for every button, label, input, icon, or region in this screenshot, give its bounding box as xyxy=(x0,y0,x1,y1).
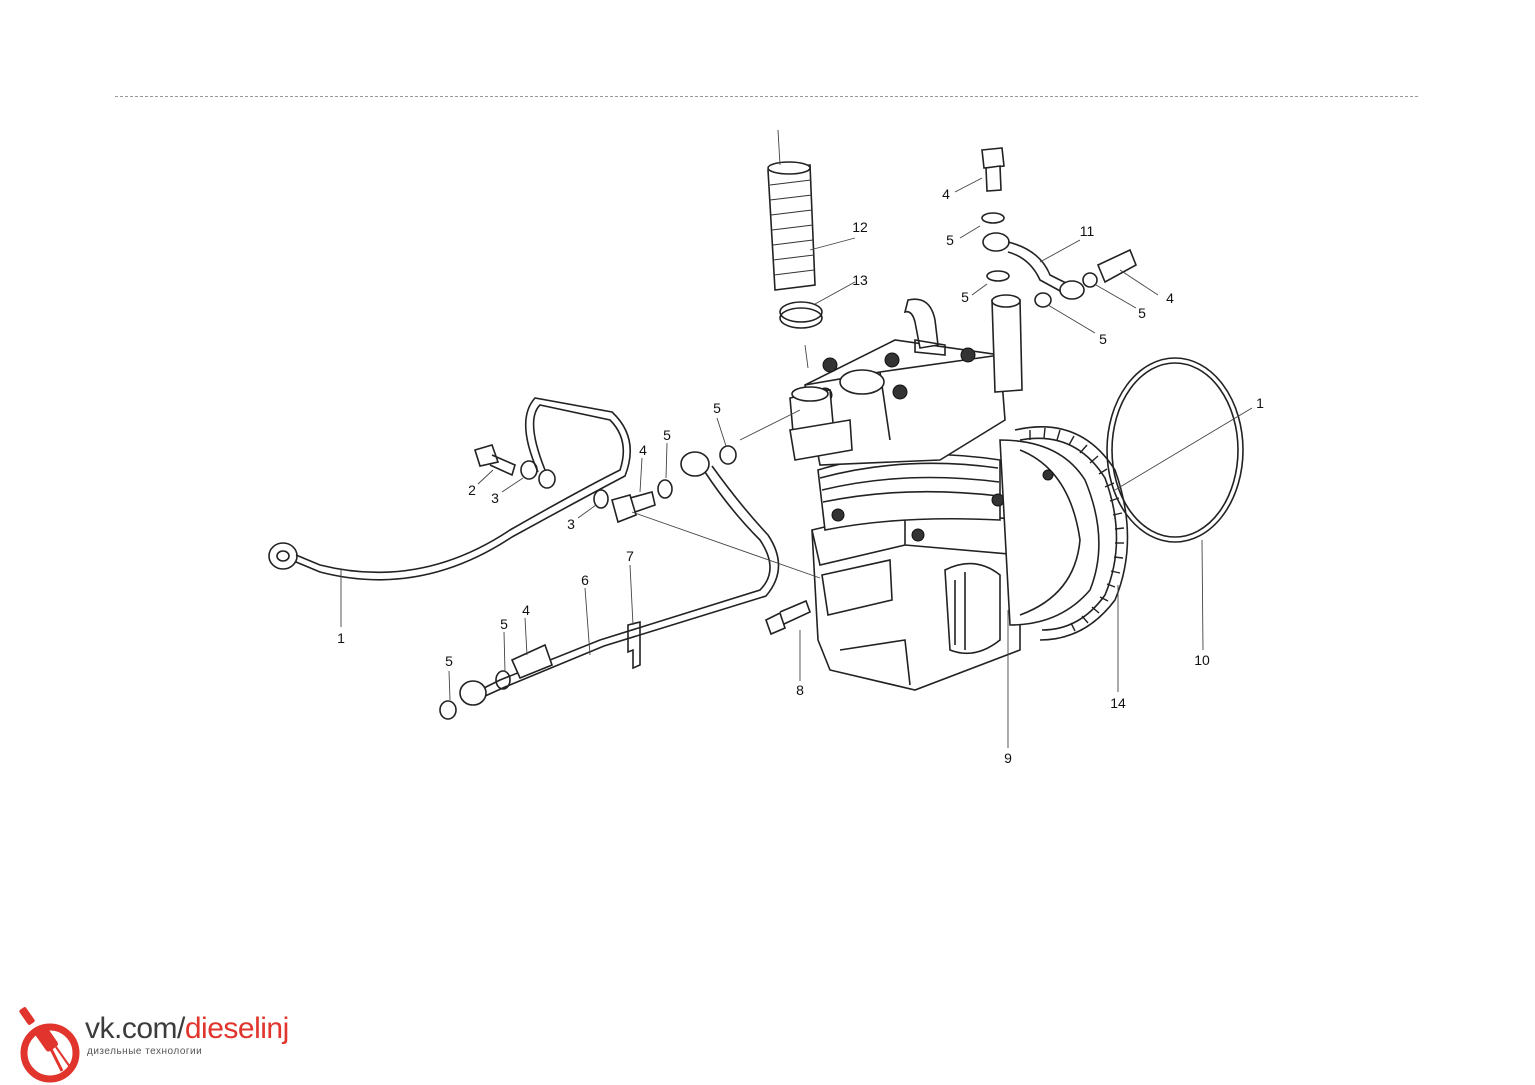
watermark-subtitle: дизельные технологии xyxy=(87,1046,203,1057)
callout-label: 6 xyxy=(581,572,589,588)
callout-label: 4 xyxy=(522,602,530,618)
callout-label: 5 xyxy=(500,616,508,632)
callout-labels: 1 2 3 3 4 4 4 4 5 5 5 5 5 5 5 5 6 7 8 9 … xyxy=(337,186,1264,766)
callout-label: 1 xyxy=(337,630,345,646)
callout-label: 5 xyxy=(1138,305,1146,321)
callout-label: 12 xyxy=(852,219,868,235)
callout-label: 5 xyxy=(445,653,453,669)
callout-label: 4 xyxy=(1166,290,1174,306)
loose-parts xyxy=(268,129,1244,720)
callout-label: 9 xyxy=(1004,750,1012,766)
callout-label: 10 xyxy=(1194,652,1210,668)
leader-lines xyxy=(340,177,1253,748)
callout-label: 13 xyxy=(852,272,868,288)
callout-label: 5 xyxy=(713,400,721,416)
callout-label: 5 xyxy=(663,427,671,443)
callout-label: 14 xyxy=(1110,695,1126,711)
callout-label: 4 xyxy=(942,186,950,202)
callout-label: 5 xyxy=(1099,331,1107,347)
callout-label: 1 xyxy=(1256,395,1264,411)
callout-label: 5 xyxy=(946,232,954,248)
callout-label: 5 xyxy=(961,289,969,305)
callout-label: 3 xyxy=(491,490,499,506)
callout-label: 11 xyxy=(1080,223,1095,239)
watermark: vk.com/dieselinj дизельные технологии xyxy=(85,1012,289,1057)
callout-label: 3 xyxy=(567,516,575,532)
watermark-url-prefix: vk.com/ xyxy=(85,1012,185,1045)
callout-label: 2 xyxy=(468,482,476,498)
callout-label: 8 xyxy=(796,682,804,698)
callout-label: 7 xyxy=(626,548,634,564)
watermark-url[interactable]: vk.com/dieselinj xyxy=(85,1012,289,1046)
dieselinj-logo-icon xyxy=(19,1007,80,1083)
watermark-url-handle: dieselinj xyxy=(184,1012,289,1045)
callout-label: 4 xyxy=(639,442,647,458)
dashed-header-rule xyxy=(115,96,1418,97)
compressor-drawing xyxy=(789,294,1129,691)
